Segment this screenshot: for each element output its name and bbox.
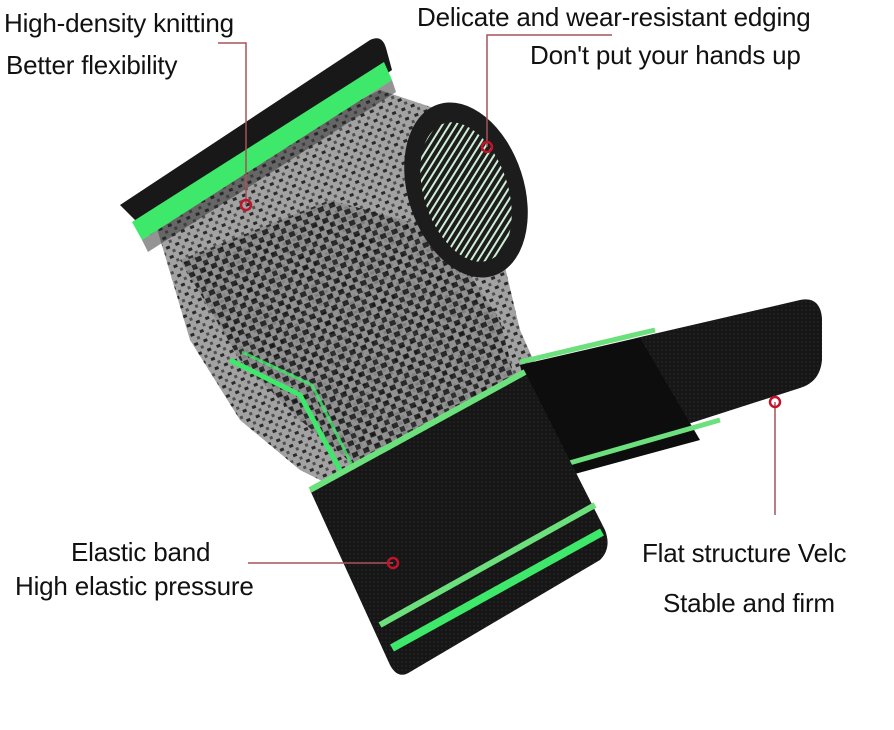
marker-band-icon xyxy=(386,556,400,570)
callout-high-density xyxy=(218,42,253,212)
callout-edging xyxy=(480,34,612,154)
compression-band xyxy=(308,369,608,675)
marker-knit-icon xyxy=(239,198,253,212)
callout-elastic-band xyxy=(248,556,400,570)
thumb-hole xyxy=(404,102,528,278)
callout-text-velcro: Flat structure Velc xyxy=(642,538,847,568)
callout-text-knitting: High-density knitting xyxy=(4,8,234,38)
top-cuff xyxy=(120,38,396,252)
velcro-strap xyxy=(519,299,822,478)
callout-text-pressure: High elastic pressure xyxy=(15,571,254,601)
callout-text-elastic-band: Elastic band xyxy=(71,537,211,567)
callout-text-stable: Stable and firm xyxy=(663,588,835,618)
callout-text-edging: Delicate and wear-resistant edging xyxy=(417,2,811,32)
marker-edging-icon xyxy=(480,140,494,154)
callout-text-hands-up: Don't put your hands up xyxy=(530,40,801,70)
marker-velcro-icon xyxy=(768,395,782,409)
callout-velcro xyxy=(768,395,782,515)
callout-text-flexibility: Better flexibility xyxy=(6,50,178,80)
